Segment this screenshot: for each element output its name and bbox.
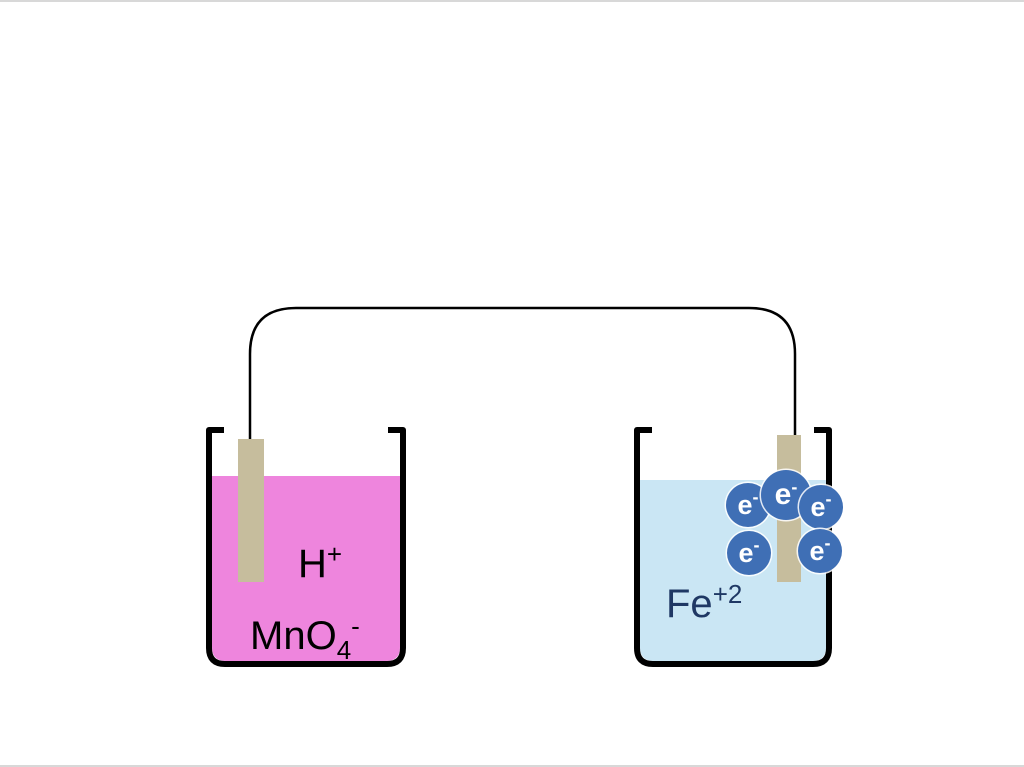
permanganate-ion-label: MnO4- — [250, 613, 360, 663]
connecting-wire — [248, 306, 797, 442]
left-electrode — [238, 439, 264, 582]
electron-charge: - — [791, 477, 798, 497]
permanganate-subscript: 4 — [336, 635, 352, 665]
permanganate-charge: - — [351, 611, 360, 641]
iron-ion-label: Fe+2 — [666, 581, 742, 626]
hydrogen-ion-label: H+ — [298, 541, 342, 586]
right-beaker-outline — [634, 427, 832, 667]
electron-symbol: e — [774, 478, 792, 511]
electron-charge: - — [752, 487, 759, 507]
electron-charge: - — [753, 535, 760, 555]
permanganate-base: MnO — [250, 614, 337, 658]
iron-base: Fe — [666, 582, 713, 626]
electron-symbol: e — [809, 535, 825, 566]
left-beaker-outline — [206, 427, 406, 667]
electron-charge: - — [825, 489, 832, 509]
hydrogen-ion-base: H — [298, 542, 327, 586]
electron-charge: - — [824, 533, 831, 553]
iron-charge: +2 — [712, 579, 743, 609]
electron-icon: e- — [727, 531, 771, 575]
electron-icon: e- — [726, 483, 770, 527]
electron-symbol: e — [737, 489, 753, 520]
hydrogen-ion-charge: + — [326, 539, 343, 569]
electron-symbol: e — [738, 537, 754, 568]
electron-icon: e- — [798, 529, 842, 573]
electron-symbol: e — [810, 491, 826, 522]
electron-icon: e- — [799, 485, 843, 529]
